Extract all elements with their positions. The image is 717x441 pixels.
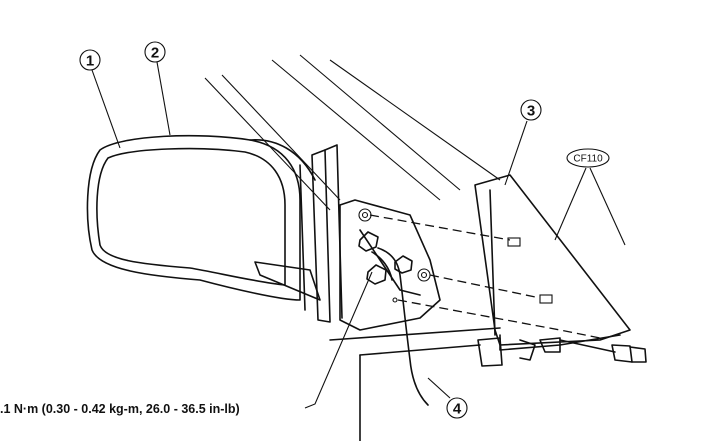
callout-3-label: 3 xyxy=(527,103,535,120)
mirror-assembly xyxy=(86,134,343,323)
callout-4-label: 4 xyxy=(453,401,462,418)
alignment-lines xyxy=(369,214,601,339)
door-panel xyxy=(329,199,501,441)
callout-3: 3 xyxy=(520,99,542,121)
callout-2-label: 2 xyxy=(151,45,159,62)
leader-lines xyxy=(91,61,626,409)
torque-spec-label: .1 N·m (0.30 - 0.42 kg-m, 26.0 - 36.5 in… xyxy=(0,402,240,416)
callout-1-label: 1 xyxy=(86,53,94,70)
screw xyxy=(559,339,647,363)
mirror-inner-cover xyxy=(474,174,631,367)
callout-1: 1 xyxy=(79,49,101,71)
sealant-code-callout: CF110 xyxy=(566,148,610,168)
sealant-code-label: CF110 xyxy=(573,154,603,165)
callout-2: 2 xyxy=(144,41,166,63)
window-glass xyxy=(204,54,501,211)
callout-4: 4 xyxy=(446,397,468,419)
